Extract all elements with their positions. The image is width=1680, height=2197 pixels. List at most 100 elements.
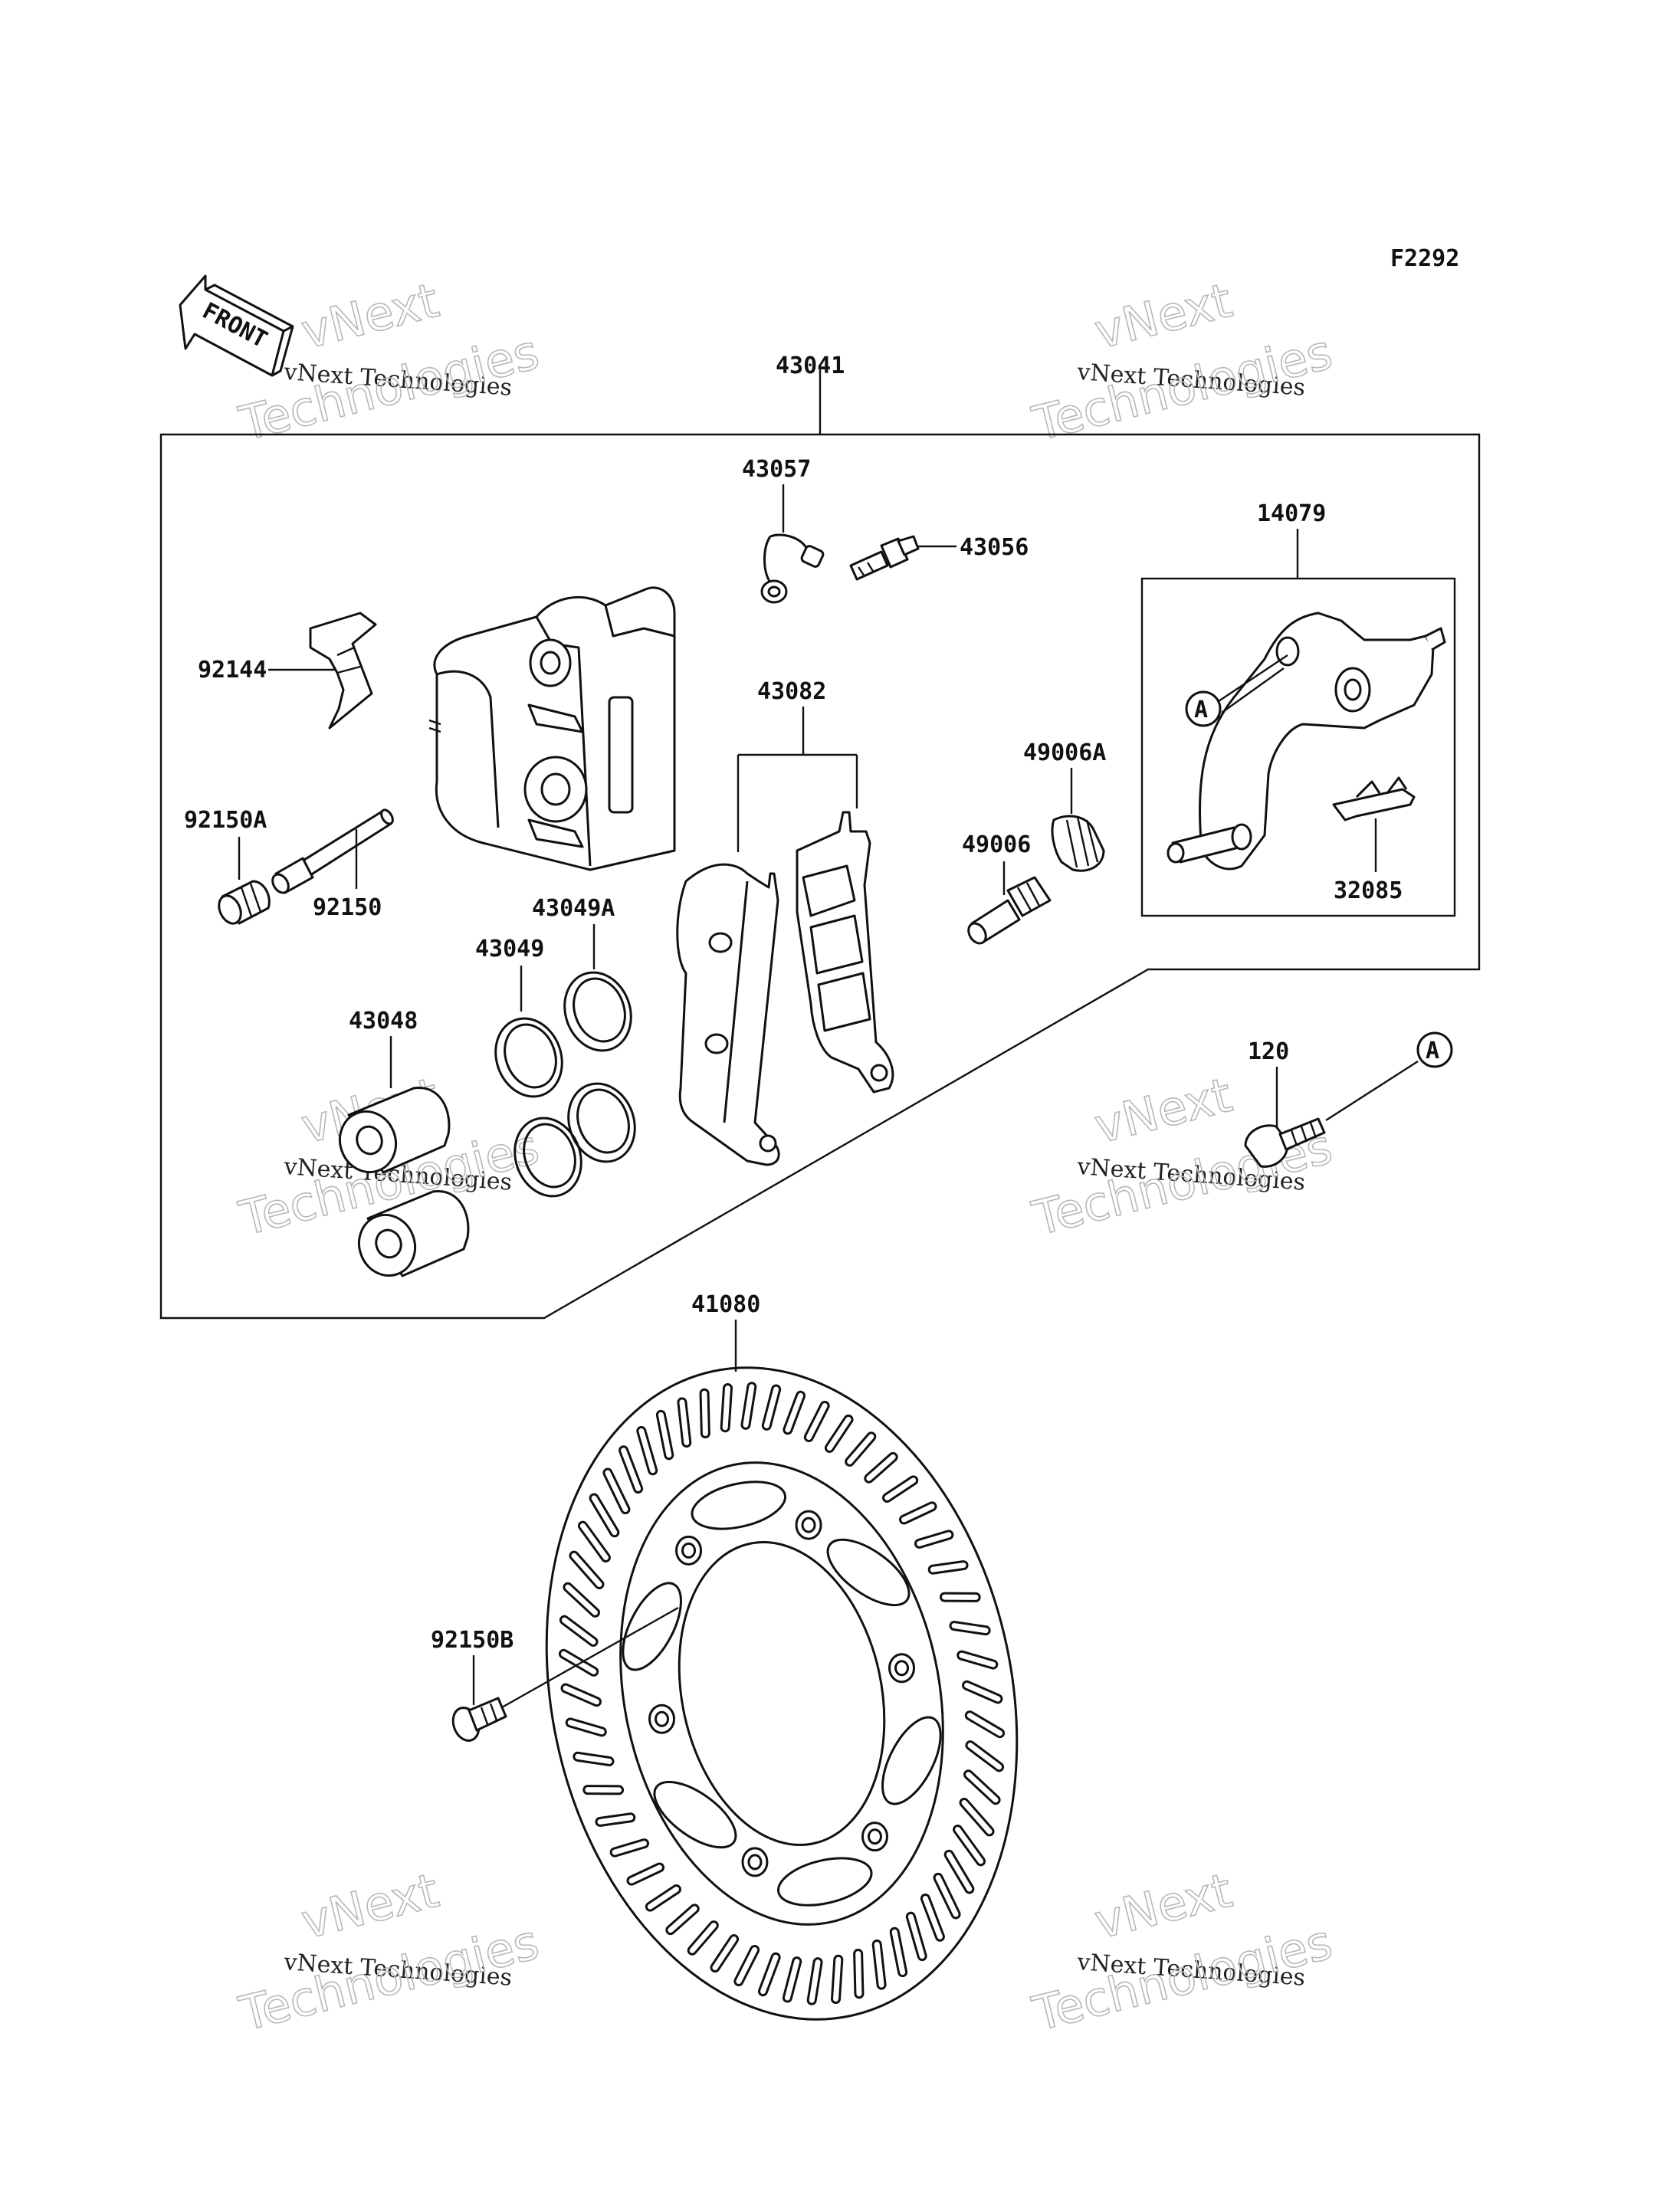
callout-a-label: A [1426,1038,1439,1064]
disc-slot-inner [760,1954,779,1995]
disc-slot-inner [605,1470,628,1513]
watermark-vnext: vNext [296,272,444,360]
brake-caliper-icon [428,586,676,871]
watermark-technologies: Technologies [234,1913,544,2041]
caliper-piston-top-icon [339,1087,451,1174]
brake-pad-left-icon [676,863,780,1166]
disc-slot-inner [668,1906,697,1933]
disc-slot-inner [785,1392,804,1433]
disc-slot-inner [563,1685,599,1705]
part-92150B: 92150B [431,1627,514,1654]
disc-slot-inner [922,1895,943,1940]
disc-slot-inner [784,1959,800,2001]
leader-callout-a-bracket [1218,654,1288,702]
disc-slot-inner [884,1477,917,1500]
watermark-top-right: vNext vNext Technologies Technologies [1026,271,1338,452]
part-43057: 43057 [742,456,811,483]
disc-slot-inner [806,1402,828,1440]
disc-slot-inner [597,1815,634,1825]
disc-slot-inner [679,1399,690,1446]
leader-callout-a-bracket-2 [1221,667,1285,713]
disc-slot-inner [967,1743,1002,1770]
pad-clip-icon [1332,776,1416,821]
disc-slot-inner [966,1713,1003,1736]
disc-slot-inner [826,1416,851,1451]
disc-slot-inner [591,1495,618,1536]
disc-slot-inner [743,1384,755,1428]
disc-slot-inner [658,1412,672,1458]
disc-window [826,1538,911,1607]
disc-slot-inner [935,1874,959,1917]
caliper-piston-bottom-icon [358,1190,470,1277]
disc-bolt-hole-inner [867,1828,882,1845]
disc-slot-inner [712,1936,737,1971]
disc-slot-inner [833,1956,842,2002]
part-43041: 43041 [776,353,845,379]
piston-seal-a-icon [563,971,636,1163]
disc-slot-inner [866,1454,896,1481]
disc-bolt-hole [888,1653,916,1684]
disc-slot-inner [955,1826,984,1864]
disc-bolt-hole [795,1510,822,1540]
watermark-technologies: Technologies [1027,1913,1337,2041]
disc-slot-inner [946,1851,973,1892]
disc-slot-inner [612,1841,648,1855]
bracket-bolt-icon [1244,1117,1326,1168]
figure-code: F2292 [1390,245,1459,272]
disc-slot-inner [959,1652,996,1667]
disc-bolt-hole-inner [894,1660,910,1677]
leader-callout-a-bolt [1325,1060,1419,1122]
disc-slot-inner [874,1941,884,1988]
watermark-top-left: vNext vNext Technologies Technologies [233,271,545,452]
disc-slot-inner [647,1887,679,1910]
watermark-vnext: vNext [1089,272,1237,360]
disc-slot-inner [638,1428,656,1474]
disc-slot-inner [966,1772,999,1803]
part-43049A: 43049A [532,895,615,922]
disc-slot-inner [575,1753,612,1764]
disc-slot-inner [847,1434,874,1464]
disc-slot-inner [855,1950,862,1997]
disc-bolt-hole [741,1847,769,1877]
part-43082: 43082 [757,678,826,705]
disc-bolt-icon [451,1697,507,1742]
disc-bolt-hole-inner [654,1710,669,1727]
disc-slot-inner [901,1503,935,1523]
disc-bolt-hole-inner [681,1542,697,1559]
disc-window [653,1780,737,1849]
part-120: 120 [1248,1038,1289,1065]
disc-slot-inner [964,1682,1001,1702]
watermark-bottom-right: vNext vNext Technologies Technologies [1026,1861,1338,2042]
disc-slot-inner [571,1553,602,1588]
assembly-boundary [159,433,1481,1320]
disc-slot-inner [763,1386,779,1428]
callout-a-bolt-icon: A [1416,1031,1453,1068]
disc-slot-inner [560,1651,597,1674]
brake-pad-right-icon [796,811,894,1094]
watermark-technologies: Technologies [1027,323,1337,451]
disc-slot-inner [567,1720,605,1735]
bleeder-cap-icon [760,533,825,604]
caliper-bracket-icon [1166,612,1446,871]
leader-43082 [737,707,858,852]
piston-seal-icon [494,1017,582,1198]
disc-slot-inner [722,1385,730,1431]
disc-slot-inner [621,1448,641,1492]
part-92150: 92150 [313,894,382,921]
dust-boot-icon [1051,815,1105,872]
bleeder-valve-icon [849,535,920,581]
part-43049: 43049 [475,936,544,962]
disc-slot-inner [961,1799,993,1835]
watermark-mid-right: vNext vNext Technologies Technologies [1026,1066,1338,1247]
disc-bolt-hole [648,1703,675,1734]
part-41080: 41080 [691,1291,760,1318]
part-43056: 43056 [960,534,1029,561]
disc-slot-inner [951,1623,989,1634]
disc-window [691,1481,787,1530]
part-92144: 92144 [198,657,267,684]
part-49006A: 49006A [1023,739,1106,766]
slide-pin-icon [967,876,1052,945]
part-92150A: 92150A [184,807,267,834]
disc-slot-inner [907,1913,925,1959]
